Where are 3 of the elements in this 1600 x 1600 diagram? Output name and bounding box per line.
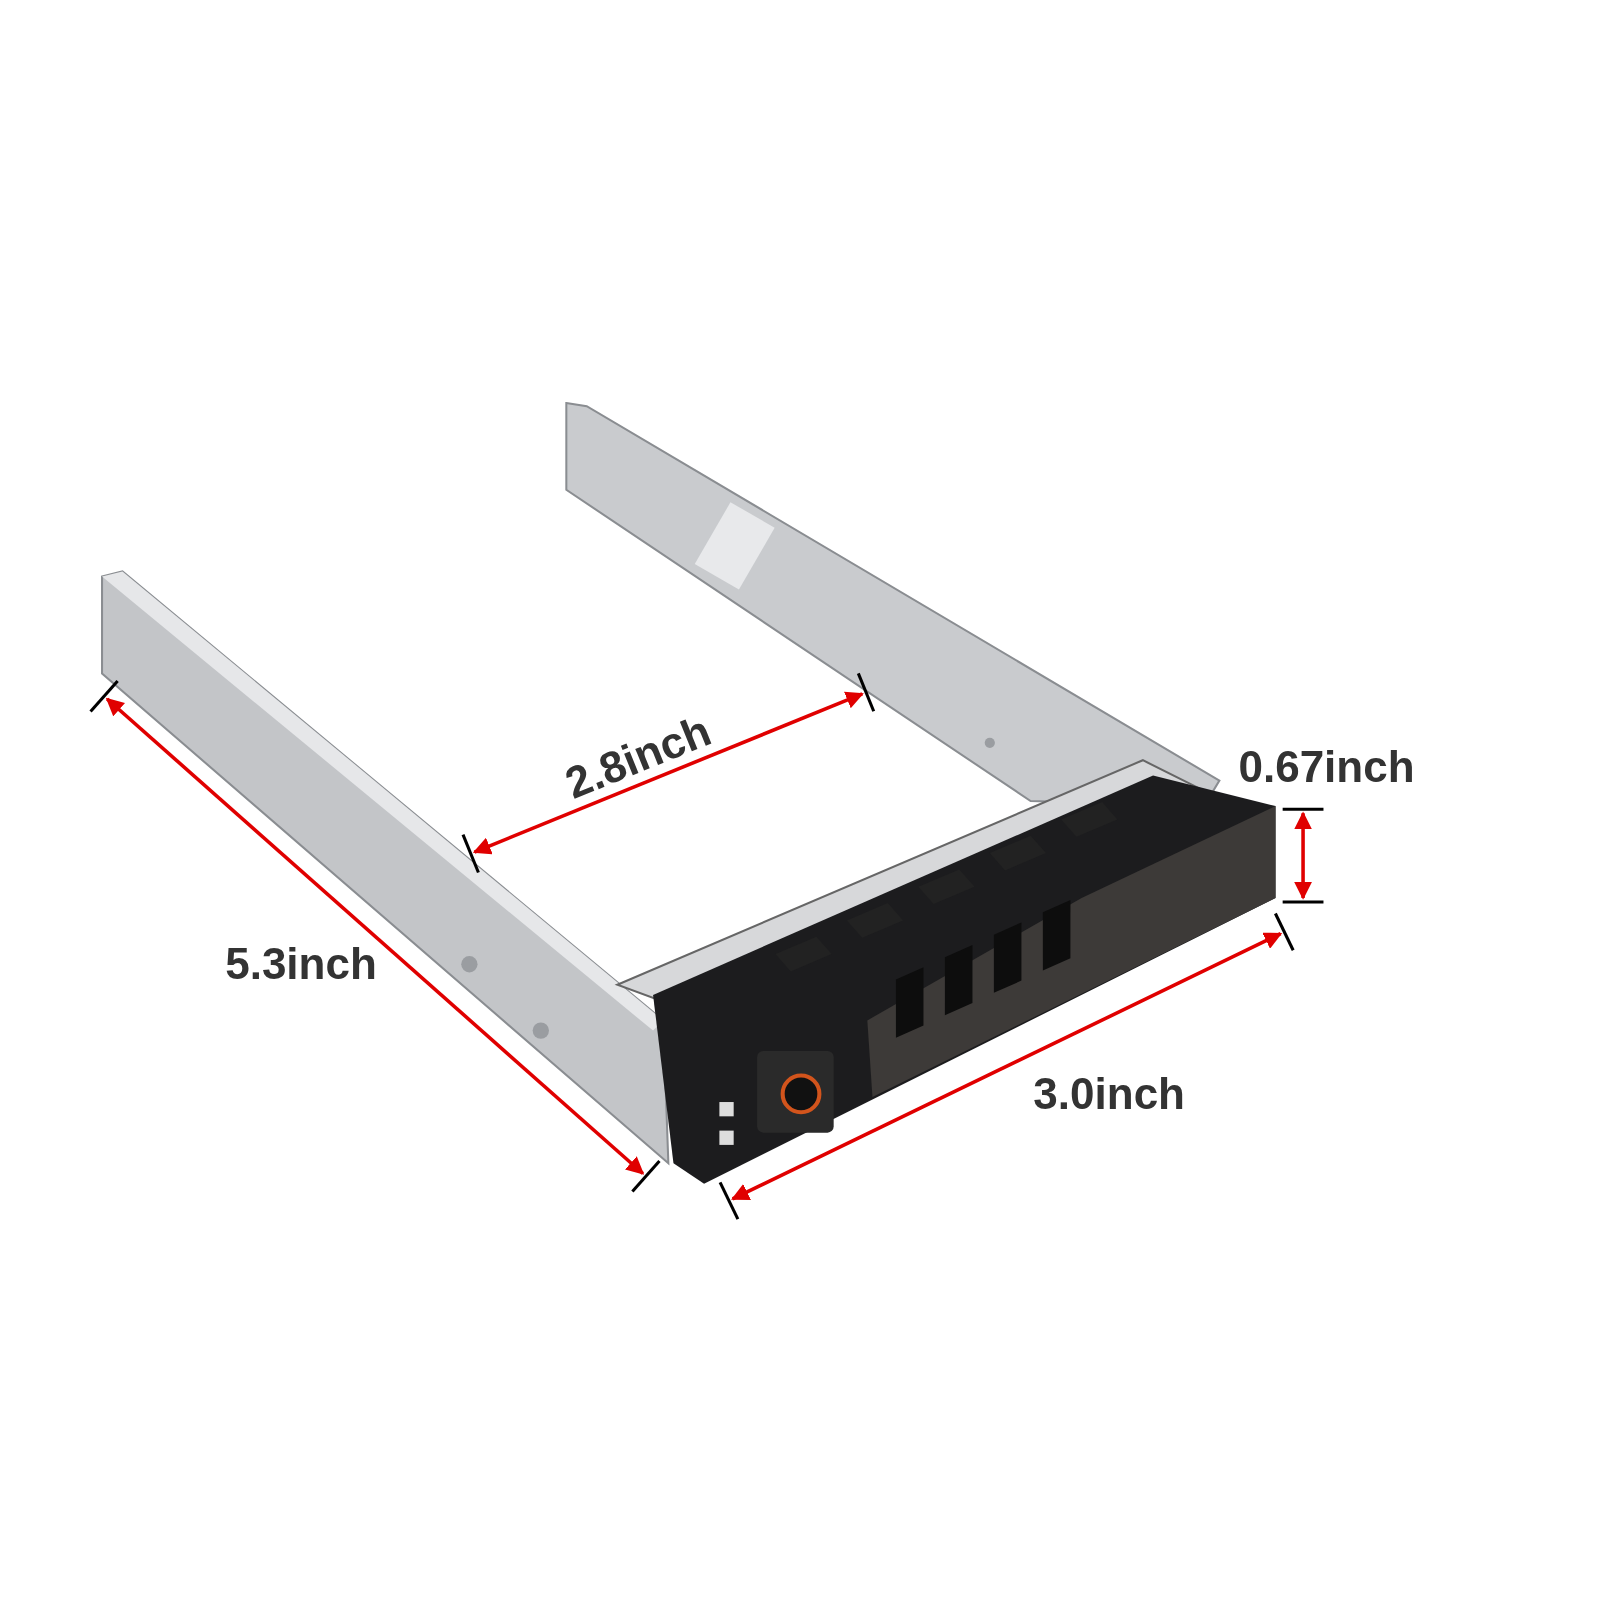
dimension-label: 5.3inch	[225, 939, 377, 990]
dimension-label: 3.0inch	[1033, 1068, 1185, 1119]
dimension-label: 0.67inch	[1238, 742, 1415, 793]
